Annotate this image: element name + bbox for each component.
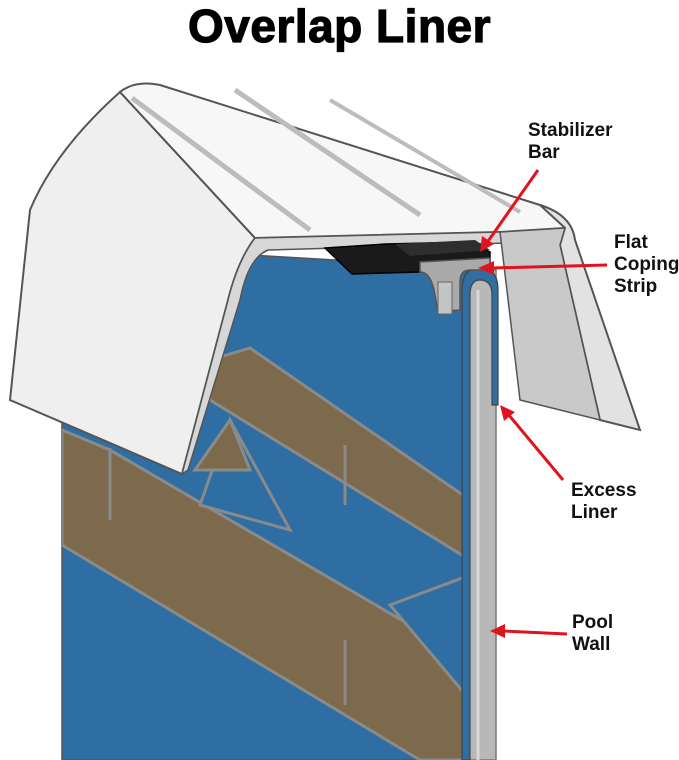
pool-wall-arrow bbox=[502, 629, 568, 636]
label-flat-coping-strip: Flat Coping Strip bbox=[614, 232, 679, 297]
flat-coping-strip-arrow bbox=[491, 263, 608, 270]
stabilizer-bar-arrowhead bbox=[480, 236, 494, 252]
excess-liner-arrow bbox=[506, 413, 565, 481]
pool-wall-arrowhead bbox=[490, 624, 505, 638]
liner-tile-pattern bbox=[62, 346, 470, 760]
stabilizer-bar-arrow bbox=[482, 169, 540, 248]
diagram-title: Overlap Liner bbox=[187, 0, 492, 53]
flat-coping-strip bbox=[419, 257, 491, 315]
excess-liner-arrowhead bbox=[500, 405, 515, 421]
label-pool-wall: Pool Wall bbox=[572, 612, 614, 655]
coping-cap bbox=[8, 82, 642, 476]
flat-coping-strip-arrowhead bbox=[478, 261, 494, 275]
label-excess-liner: Excess Liner bbox=[571, 480, 637, 523]
callout-arrows bbox=[478, 169, 608, 638]
label-stabilizer-bar: Stabilizer Bar bbox=[528, 120, 613, 163]
